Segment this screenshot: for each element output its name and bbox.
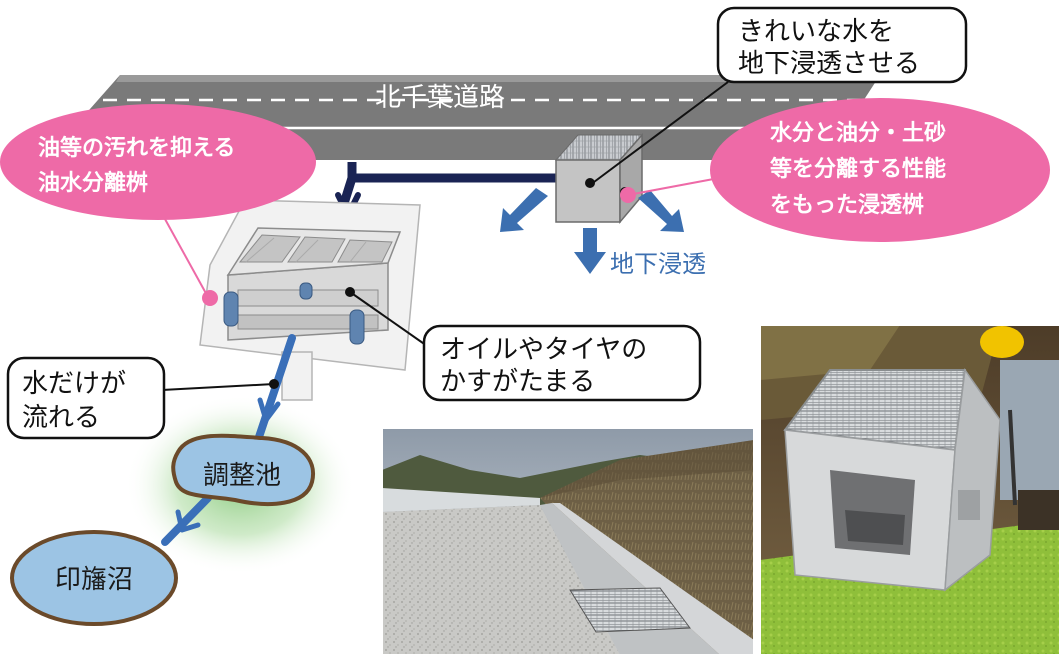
road-top-edge xyxy=(116,75,880,82)
callout-text-line: きれいな水を xyxy=(738,17,894,47)
outflow-pipe xyxy=(161,334,296,546)
callout-oil-tire: オイルやタイヤの かすがたまる xyxy=(345,287,702,402)
basin-dot xyxy=(585,178,595,188)
arrow-down-icon xyxy=(574,228,606,274)
lake-label: 印旛沼 xyxy=(55,565,133,595)
road-name-label: 北千葉道路 xyxy=(375,83,505,113)
callout-box xyxy=(716,6,968,84)
callout-text-line: 油水分離桝 xyxy=(38,170,148,196)
callout-anchor-dot xyxy=(269,379,279,389)
callout-text-line: 油等の汚れを抑える xyxy=(38,135,235,161)
callout-text-line: 流れる xyxy=(22,403,100,433)
callout-anchor-dot xyxy=(345,287,355,297)
arrow-down-right-icon xyxy=(638,190,684,232)
flow-arrow-icon xyxy=(175,509,201,533)
infiltration-arrows xyxy=(500,188,684,274)
callout-text-line: かすがたまる xyxy=(440,367,595,397)
callout-clean-water: きれいな水を 地下浸透させる xyxy=(593,6,968,183)
callout-text-line: 等を分離する性能 xyxy=(770,156,946,182)
infiltration-label: 地下浸透 xyxy=(610,250,706,278)
callout-water-only: 水だけが 流れる xyxy=(6,356,279,440)
photo-roadside-gutter xyxy=(381,427,755,655)
callout-box xyxy=(6,356,166,440)
callout-text-line: をもった浸透桝 xyxy=(770,192,924,218)
inba-lake: 印旛沼 xyxy=(10,530,178,626)
callout-anchor-dot xyxy=(202,290,218,306)
callout-bubble xyxy=(0,104,316,220)
lake-shape xyxy=(10,530,178,626)
flow-arrow-icon xyxy=(257,397,281,423)
callout-oil-stain: 油等の汚れを抑える 油水分離桝 xyxy=(0,104,316,306)
callout-separation: 水分と油分・土砂 等を分離する性能 をもった浸透桝 xyxy=(620,98,1050,242)
arrow-down-left-icon xyxy=(500,188,548,232)
callout-bubble xyxy=(710,98,1050,242)
pond-shape xyxy=(171,433,316,506)
regulating-pond: 調整池 xyxy=(171,433,316,506)
oil-water-separator xyxy=(199,199,421,401)
callout-text-line: 水分と油分・土砂 xyxy=(770,120,946,146)
callout-text-line: 地下浸透させる xyxy=(738,49,920,79)
callout-box xyxy=(422,324,702,402)
photo-infiltration-basin xyxy=(759,324,1060,655)
pond-label: 調整池 xyxy=(203,461,281,491)
callout-text-line: 水だけが xyxy=(22,369,126,399)
callout-anchor-dot xyxy=(620,187,636,203)
callout-text-line: オイルやタイヤの xyxy=(440,335,647,365)
